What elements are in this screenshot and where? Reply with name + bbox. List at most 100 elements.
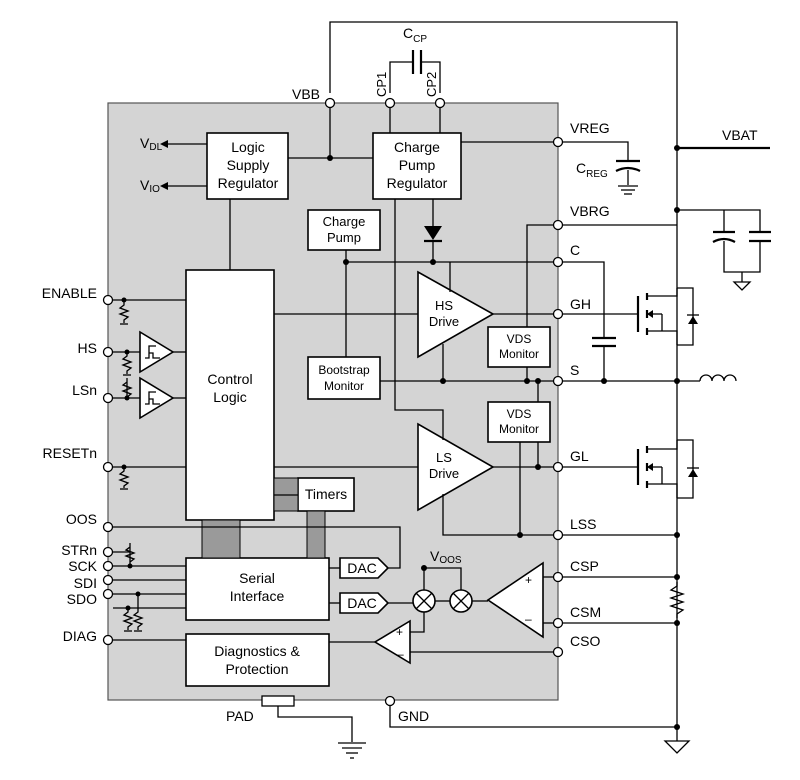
bus-timers-serial	[306, 510, 326, 559]
timers-label: Timers	[305, 486, 347, 502]
serial-interface-label-1: Serial	[239, 570, 275, 586]
pin-label-enable: ENABLE	[42, 285, 97, 301]
vds-monitor-ls-label-1: VDS	[507, 407, 532, 421]
svg-text:–: –	[525, 612, 532, 626]
vdl-label-sub: DL	[149, 142, 162, 153]
charge-pump-regulator-block	[372, 132, 462, 200]
dac-1	[339, 557, 390, 579]
pin-label-csm: CSM	[570, 604, 601, 620]
vds-monitor-ls-block	[487, 401, 551, 443]
pin-label-resetn: RESETn	[43, 445, 97, 461]
dac-1-label: DAC	[347, 560, 377, 576]
vio-label-sub: IO	[149, 184, 160, 195]
charge-pump-reg-label-3: Regulator	[387, 175, 448, 191]
logic-supply-label-2: Supply	[227, 157, 270, 173]
pin-vbb	[324, 97, 336, 109]
ccp-label: CCP	[403, 25, 427, 45]
pin-label-diag: DIAG	[63, 628, 97, 644]
current-sense-amplifier	[486, 561, 544, 639]
ls-drive-label-1: LS	[436, 450, 452, 465]
pin-pad	[261, 695, 295, 707]
serial-interface-block	[185, 557, 330, 621]
bootstrap-monitor-block	[307, 356, 381, 400]
pin-label-cso: CSO	[570, 633, 600, 649]
bootstrap-monitor-label-2: Monitor	[324, 379, 364, 393]
svg-text:+: +	[396, 625, 403, 639]
vdl-label: VDL	[140, 135, 163, 153]
pin-label-lss: LSS	[570, 516, 596, 532]
creg-label-sub: REG	[586, 169, 608, 180]
vds-monitor-hs-label-2: Monitor	[499, 347, 539, 361]
control-logic-label-2: Logic	[213, 389, 246, 405]
pin-gnd	[384, 695, 396, 707]
pin-label-strn: STRn	[61, 542, 97, 558]
ground-triangle	[663, 740, 691, 754]
bus-control-serial	[201, 519, 241, 559]
pin-label-pad: PAD	[226, 708, 254, 724]
pin-label-s: S	[570, 362, 579, 378]
pin-label-cp1: CP1	[374, 72, 389, 97]
charge-pump-reg-label-2: Pump	[399, 157, 436, 173]
left-pins	[102, 294, 114, 646]
voos-label-main: V	[430, 548, 440, 564]
ccp-label-sub: CP	[413, 34, 427, 45]
vdl-label-main: V	[140, 135, 150, 151]
charge-pump-diode	[424, 226, 442, 240]
charge-pump-label-2: Pump	[327, 230, 361, 245]
pin-label-sdo: SDO	[67, 591, 97, 607]
pull-down-resistors	[118, 297, 144, 632]
hs-drive-label-1: HS	[435, 298, 453, 313]
diagnostics-label-2: Protection	[225, 661, 288, 677]
bootstrap-monitor-label-1: Bootstrap	[318, 363, 370, 377]
pin-label-lsn: LSn	[72, 382, 97, 398]
pin-label-cp2: CP2	[424, 72, 439, 97]
pin-label-vreg: VREG	[570, 120, 610, 136]
pin-label-gl: GL	[570, 448, 589, 464]
creg-label: CREG	[576, 160, 608, 180]
pin-label-sdi: SDI	[74, 575, 97, 591]
vds-monitor-ls-label-2: Monitor	[499, 422, 539, 436]
pin-label-csp: CSP	[570, 558, 599, 574]
high-side-mosfet	[636, 287, 699, 346]
ccp-label-main: C	[403, 25, 413, 41]
voos-label-sub: OOS	[439, 555, 462, 566]
diagnostics-protection-block	[185, 633, 330, 687]
sense-resistor	[668, 582, 686, 618]
ls-drive-label-2: Drive	[429, 466, 459, 481]
vds-monitor-hs-label-1: VDS	[507, 332, 532, 346]
pin-label-c: C	[570, 242, 580, 258]
charge-pump-block	[307, 209, 381, 251]
pin-label-vbrg: VBRG	[570, 203, 610, 219]
timers-block	[297, 477, 355, 512]
serial-interface-label-2: Interface	[230, 588, 285, 604]
voos-label: VOOS	[430, 548, 462, 566]
charge-pump-reg-label-1: Charge	[394, 139, 440, 155]
pin-label-sck: SCK	[68, 558, 97, 574]
pin-label-gnd: GND	[398, 708, 429, 724]
logic-supply-label-3: Regulator	[218, 175, 279, 191]
pin-label-hs: HS	[78, 340, 97, 356]
hs-drive-label-2: Drive	[429, 314, 459, 329]
control-logic-label-1: Control	[207, 371, 252, 387]
creg-label-main: C	[576, 160, 586, 176]
pin-label-gh: GH	[570, 296, 591, 312]
control-logic-block	[185, 269, 275, 521]
pin-label-vbb: VBB	[292, 86, 320, 102]
dac-2-label: DAC	[347, 595, 377, 611]
vio-label: VIO	[140, 177, 160, 195]
svg-text:+: +	[525, 573, 532, 587]
low-side-mosfet	[636, 439, 699, 499]
pin-cp1	[384, 97, 396, 109]
inductor	[699, 374, 737, 382]
diag-comparator	[373, 619, 411, 665]
vbat-label: VBAT	[722, 127, 758, 143]
pin-label-oos: OOS	[66, 511, 97, 527]
charge-pump-label-1: Charge	[323, 214, 366, 229]
dac-2	[339, 592, 390, 614]
svg-text:–: –	[397, 647, 404, 661]
logic-supply-label-1: Logic	[231, 139, 264, 155]
right-pins	[552, 136, 564, 658]
logic-supply-regulator-block	[206, 132, 289, 200]
pin-cp2	[434, 97, 446, 109]
